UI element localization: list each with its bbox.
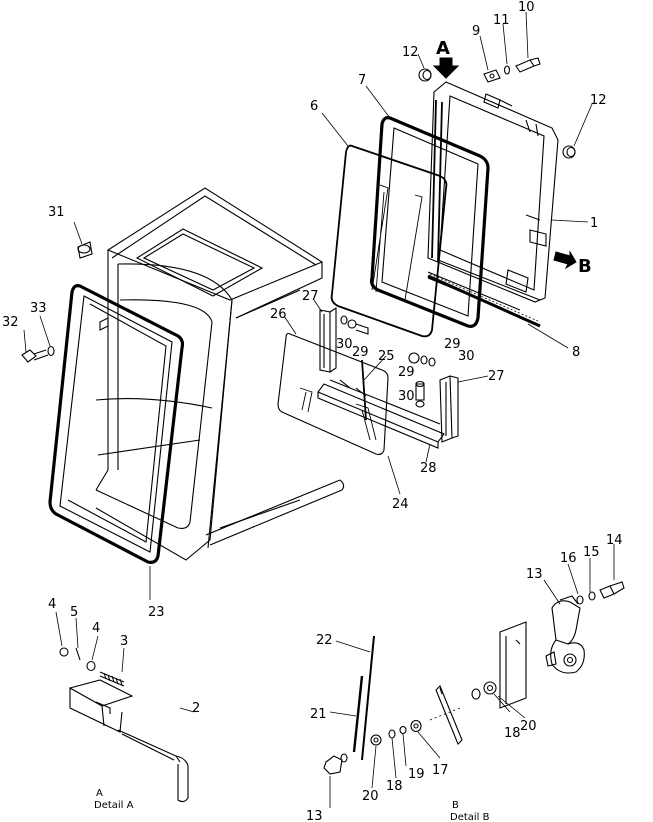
callout-10: 10 [518, 0, 535, 15]
detail-b-assembly [323, 581, 625, 775]
callout-3: 3 [120, 634, 128, 649]
view-label-b: B [578, 256, 592, 277]
detail-a-caption: A Detail A [94, 788, 134, 811]
rail-28 [317, 379, 445, 449]
washer-11 [503, 65, 511, 75]
callout-14: 14 [606, 533, 623, 548]
callout-18b: 18 [386, 779, 403, 794]
callout-5: 5 [70, 605, 78, 620]
callout-22: 22 [316, 633, 333, 648]
fastener-31 [77, 241, 93, 259]
callout-26: 26 [270, 307, 287, 322]
glass-7-gasket [370, 116, 490, 328]
callout-17: 17 [432, 763, 449, 778]
callout-4b: 4 [92, 621, 100, 636]
callout-30c: 30 [398, 389, 415, 404]
view-arrow-b [553, 250, 577, 270]
nut-12-left [418, 68, 432, 82]
callout-29b: 29 [444, 337, 461, 352]
callout-16: 16 [560, 551, 577, 566]
callout-9: 9 [472, 24, 480, 39]
runner-25 [361, 359, 367, 421]
callout-13a: 13 [526, 567, 543, 582]
leader-lines [23, 11, 615, 808]
detail-b-text: Detail B [450, 812, 490, 822]
callout-32: 32 [2, 315, 19, 330]
callout-29a: 29 [352, 345, 369, 360]
callout-19: 19 [408, 767, 425, 782]
callout-11: 11 [493, 13, 510, 28]
detail-a-assembly [59, 647, 189, 803]
rod-8 [427, 273, 541, 328]
detail-a-title: A [96, 788, 103, 799]
callout-4a: 4 [48, 597, 56, 612]
callout-30b: 30 [458, 349, 475, 364]
glass-24 [277, 332, 389, 456]
front-glass-gasket [48, 284, 185, 564]
callout-7: 7 [358, 73, 366, 88]
callout-23: 23 [148, 605, 165, 620]
callout-33: 33 [30, 301, 47, 316]
callout-12a: 12 [402, 45, 419, 60]
callout-29c: 29 [398, 365, 415, 380]
callout-12b: 12 [590, 93, 607, 108]
callout-18a: 18 [504, 726, 521, 741]
guide-27-left [319, 306, 337, 373]
callout-13b: 13 [306, 809, 323, 822]
callout-21: 21 [310, 707, 327, 722]
callout-8: 8 [572, 345, 580, 360]
detail-b-caption: B Detail B [450, 800, 490, 822]
callout-1: 1 [590, 216, 598, 231]
callout-27b: 27 [488, 369, 505, 384]
nut-12-right [562, 145, 576, 159]
glass-6 [330, 144, 448, 338]
view-arrow-a [432, 57, 460, 79]
callout-28: 28 [420, 461, 437, 476]
bracket-9 [483, 69, 501, 83]
callout-30a: 30 [336, 337, 353, 352]
fastener-32-33 [21, 317, 109, 363]
detail-b-title: B [452, 800, 459, 811]
bolt-29-30-right [408, 352, 436, 367]
callout-20a: 20 [520, 719, 537, 734]
callout-6: 6 [310, 99, 318, 114]
detail-a-text: Detail A [94, 800, 134, 811]
cab-body [95, 187, 345, 561]
callout-labels: 1 2 3 4 4 5 6 7 8 9 10 11 12 12 13 13 14… [2, 0, 623, 822]
callout-2: 2 [192, 701, 200, 716]
bolt-29-30-upper [340, 315, 369, 335]
guide-27-right [439, 375, 459, 443]
callout-20b: 20 [362, 789, 379, 804]
callout-27a: 27 [302, 289, 319, 304]
callout-31: 31 [48, 205, 65, 220]
bolt-10 [515, 57, 541, 73]
callout-15: 15 [583, 545, 600, 560]
window-frame-1 [427, 81, 559, 317]
bolt-29-30-lower [415, 380, 425, 408]
callout-25: 25 [378, 349, 395, 364]
view-label-a: A [436, 38, 450, 59]
callout-24: 24 [392, 497, 409, 512]
